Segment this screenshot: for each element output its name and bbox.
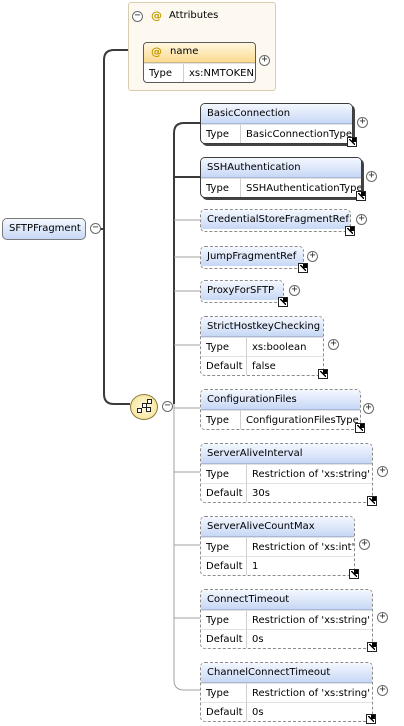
type-reference-icon[interactable] <box>349 569 359 579</box>
attribute-type-key: Type <box>144 63 184 82</box>
type-reference-icon[interactable] <box>355 423 365 433</box>
attributes-group: − @ Attributes @ name Type xs:NMTOKEN <box>128 2 276 91</box>
type-key: Type <box>201 464 247 483</box>
type-reference-icon[interactable] <box>367 642 377 652</box>
element-name: ServerAliveInterval <box>201 444 372 464</box>
type-value: Restriction of 'xs:string' <box>247 683 372 702</box>
element-basic-connection[interactable]: BasicConnection Type BasicConnectionType <box>200 103 353 144</box>
element-name: JumpFragmentRef <box>201 247 303 266</box>
element-name: StrictHostkeyChecking <box>201 317 323 337</box>
element-strict-hostkey-checking[interactable]: StrictHostkeyChecking Type xs:boolean De… <box>200 316 324 376</box>
attribute-name-label: name <box>170 46 199 57</box>
attribute-icon: @ <box>151 9 162 22</box>
default-value: 30s <box>247 483 372 502</box>
type-key: Type <box>201 124 241 143</box>
default-value: false <box>247 356 323 375</box>
element-channel-connect-timeout[interactable]: ChannelConnectTimeout Type Restriction o… <box>200 662 373 722</box>
type-reference-icon[interactable] <box>345 226 355 236</box>
type-value: ConfigurationFilesType <box>241 410 360 429</box>
element-credential-store-fragment-ref[interactable]: CredentialStoreFragmentRef <box>200 209 351 232</box>
type-key: Type <box>201 683 247 702</box>
type-key: Type <box>201 537 247 556</box>
element-jump-fragment-ref[interactable]: JumpFragmentRef <box>200 246 304 269</box>
collapse-toggle-icon[interactable]: − <box>90 223 101 234</box>
element-configuration-files[interactable]: ConfigurationFiles Type ConfigurationFil… <box>200 389 361 430</box>
collapse-toggle-icon[interactable]: − <box>162 401 173 412</box>
element-name: ChannelConnectTimeout <box>201 663 372 683</box>
element-name: ServerAliveCountMax <box>201 517 354 537</box>
default-key: Default <box>201 556 247 575</box>
type-value: BasicConnectionType <box>241 124 352 143</box>
type-reference-icon[interactable] <box>347 137 357 147</box>
type-reference-icon[interactable] <box>278 297 288 307</box>
expand-toggle-icon[interactable]: + <box>363 403 374 414</box>
default-key: Default <box>201 483 247 502</box>
default-key: Default <box>201 629 247 648</box>
element-connect-timeout[interactable]: ConnectTimeout Type Restriction of 'xs:s… <box>200 589 373 649</box>
element-name: ConnectTimeout <box>201 590 372 610</box>
default-value: 1 <box>247 556 354 575</box>
attribute-icon: @ <box>151 45 162 58</box>
type-reference-icon[interactable] <box>298 263 308 273</box>
type-value: Restriction of 'xs:int' <box>247 537 354 556</box>
type-value: xs:boolean <box>247 337 323 356</box>
default-key: Default <box>201 356 247 375</box>
default-value: 0s <box>247 629 372 648</box>
expand-toggle-icon[interactable]: + <box>307 251 318 262</box>
type-key: Type <box>201 610 247 629</box>
type-value: SSHAuthenticationType <box>241 178 361 197</box>
type-key: Type <box>201 410 241 429</box>
attributes-label: Attributes <box>169 10 219 21</box>
expand-toggle-icon[interactable]: + <box>377 612 388 623</box>
attribute-type-value: xs:NMTOKEN <box>184 63 255 82</box>
sequence-compositor-icon[interactable] <box>130 394 158 420</box>
expand-toggle-icon[interactable]: + <box>356 214 367 225</box>
element-ssh-authentication[interactable]: SSHAuthentication Type SSHAuthentication… <box>200 157 362 198</box>
type-value: Restriction of 'xs:string' <box>247 610 372 629</box>
expand-toggle-icon[interactable]: + <box>328 339 339 350</box>
type-reference-icon[interactable] <box>356 191 366 201</box>
type-reference-icon[interactable] <box>367 496 377 506</box>
expand-toggle-icon[interactable]: + <box>377 466 388 477</box>
type-value: Restriction of 'xs:string' <box>247 464 372 483</box>
expand-toggle-icon[interactable]: + <box>259 55 270 66</box>
type-reference-icon[interactable] <box>318 369 328 379</box>
element-proxy-for-sftp[interactable]: ProxyForSFTP <box>200 280 284 303</box>
element-server-alive-interval[interactable]: ServerAliveInterval Type Restriction of … <box>200 443 373 503</box>
element-name: ConfigurationFiles <box>201 390 360 410</box>
element-name: ProxyForSFTP <box>201 281 283 300</box>
expand-toggle-icon[interactable]: + <box>357 117 368 128</box>
element-name: BasicConnection <box>201 104 352 124</box>
default-value: 0s <box>247 702 372 721</box>
root-element-sftpfragment[interactable]: SFTPFragment <box>2 218 86 240</box>
expand-toggle-icon[interactable]: + <box>366 171 377 182</box>
element-name: SSHAuthentication <box>201 158 361 178</box>
expand-toggle-icon[interactable]: + <box>377 685 388 696</box>
expand-toggle-icon[interactable]: + <box>289 285 300 296</box>
attribute-name[interactable]: @ name Type xs:NMTOKEN <box>143 42 256 83</box>
expand-toggle-icon[interactable]: + <box>359 539 370 550</box>
type-key: Type <box>201 337 247 356</box>
default-key: Default <box>201 702 247 721</box>
collapse-toggle-icon[interactable]: − <box>132 11 143 22</box>
type-key: Type <box>201 178 241 197</box>
type-reference-icon[interactable] <box>366 714 376 724</box>
element-name: CredentialStoreFragmentRef <box>201 210 350 229</box>
element-server-alive-count-max[interactable]: ServerAliveCountMax Type Restriction of … <box>200 516 355 576</box>
